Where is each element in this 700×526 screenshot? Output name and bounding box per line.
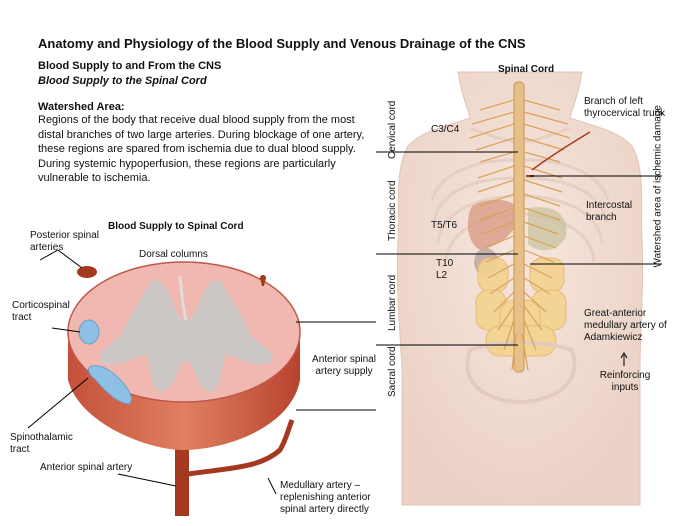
reinforcing-inputs-label: Reinforcing inputs (599, 370, 651, 393)
watershed-heading: Watershed Area: (38, 101, 125, 113)
lumbar-cord-label: Lumbar cord (387, 274, 398, 331)
posterior-spinal-arteries-label: Posterior spinal arteries (30, 230, 99, 253)
medullary-artery-label: Medullary artery – replenishing anterior… (280, 480, 371, 515)
watershed-definition: Regions of the body that receive dual bl… (38, 114, 365, 184)
subsection-heading: Blood Supply to the Spinal Cord (38, 75, 207, 87)
thyrocervical-label: Branch of left thyrocervical trunk (584, 96, 666, 119)
leader-lines (27, 249, 376, 495)
sacral-cord-label: Sacral cord (387, 346, 398, 397)
dorsal-columns-label: Dorsal columns (139, 249, 208, 260)
level-lines (376, 151, 662, 346)
cervical-cord-label: Cervical cord (387, 100, 398, 159)
anterior-spinal-artery-label: Anterior spinal artery (40, 462, 133, 473)
liver (467, 199, 520, 250)
posterior-spinal-artery-right (260, 275, 266, 286)
corticospinal-tract-marker (78, 319, 100, 345)
medullary-artery-vessel (187, 419, 295, 477)
thoracic-cord-label: Thoracic cord (387, 180, 398, 241)
c3c4-label: C3/C4 (431, 124, 460, 135)
cross-section-title: Blood Supply to Spinal Cord (108, 221, 244, 232)
l2-label: L2 (436, 270, 448, 281)
gray-matter (99, 280, 273, 392)
corticospinal-tract-label: Corticospinal tract (12, 300, 70, 323)
spinal-cord-column (513, 81, 525, 373)
watershed-area-label: Watershed area of ischemic damage (652, 105, 664, 268)
body-figure (376, 71, 662, 506)
t5t6-label: T5/T6 (431, 220, 458, 231)
anterior-spinal-artery-supply-label: Anterior spinal artery supply (312, 354, 376, 377)
intercostal-label: Intercostal branch (586, 200, 633, 223)
posterior-spinal-artery-left (77, 266, 97, 278)
page-title: Anatomy and Physiology of the Blood Supp… (38, 36, 526, 51)
spinothalamic-tract-marker (88, 365, 132, 405)
adamkiewicz-label: Great-anterior medullary artery of Adamk… (584, 308, 667, 343)
thyrocervical-branch (531, 131, 591, 171)
stomach (528, 207, 567, 251)
section-heading: Blood Supply to and From the CNS (38, 60, 222, 72)
t10-label: T10 (436, 258, 454, 269)
body-figure-title: Spinal Cord (498, 64, 555, 75)
cord-cross-section (27, 249, 376, 516)
spinothalamic-tract-label: Spinothalamic tract (10, 432, 73, 455)
